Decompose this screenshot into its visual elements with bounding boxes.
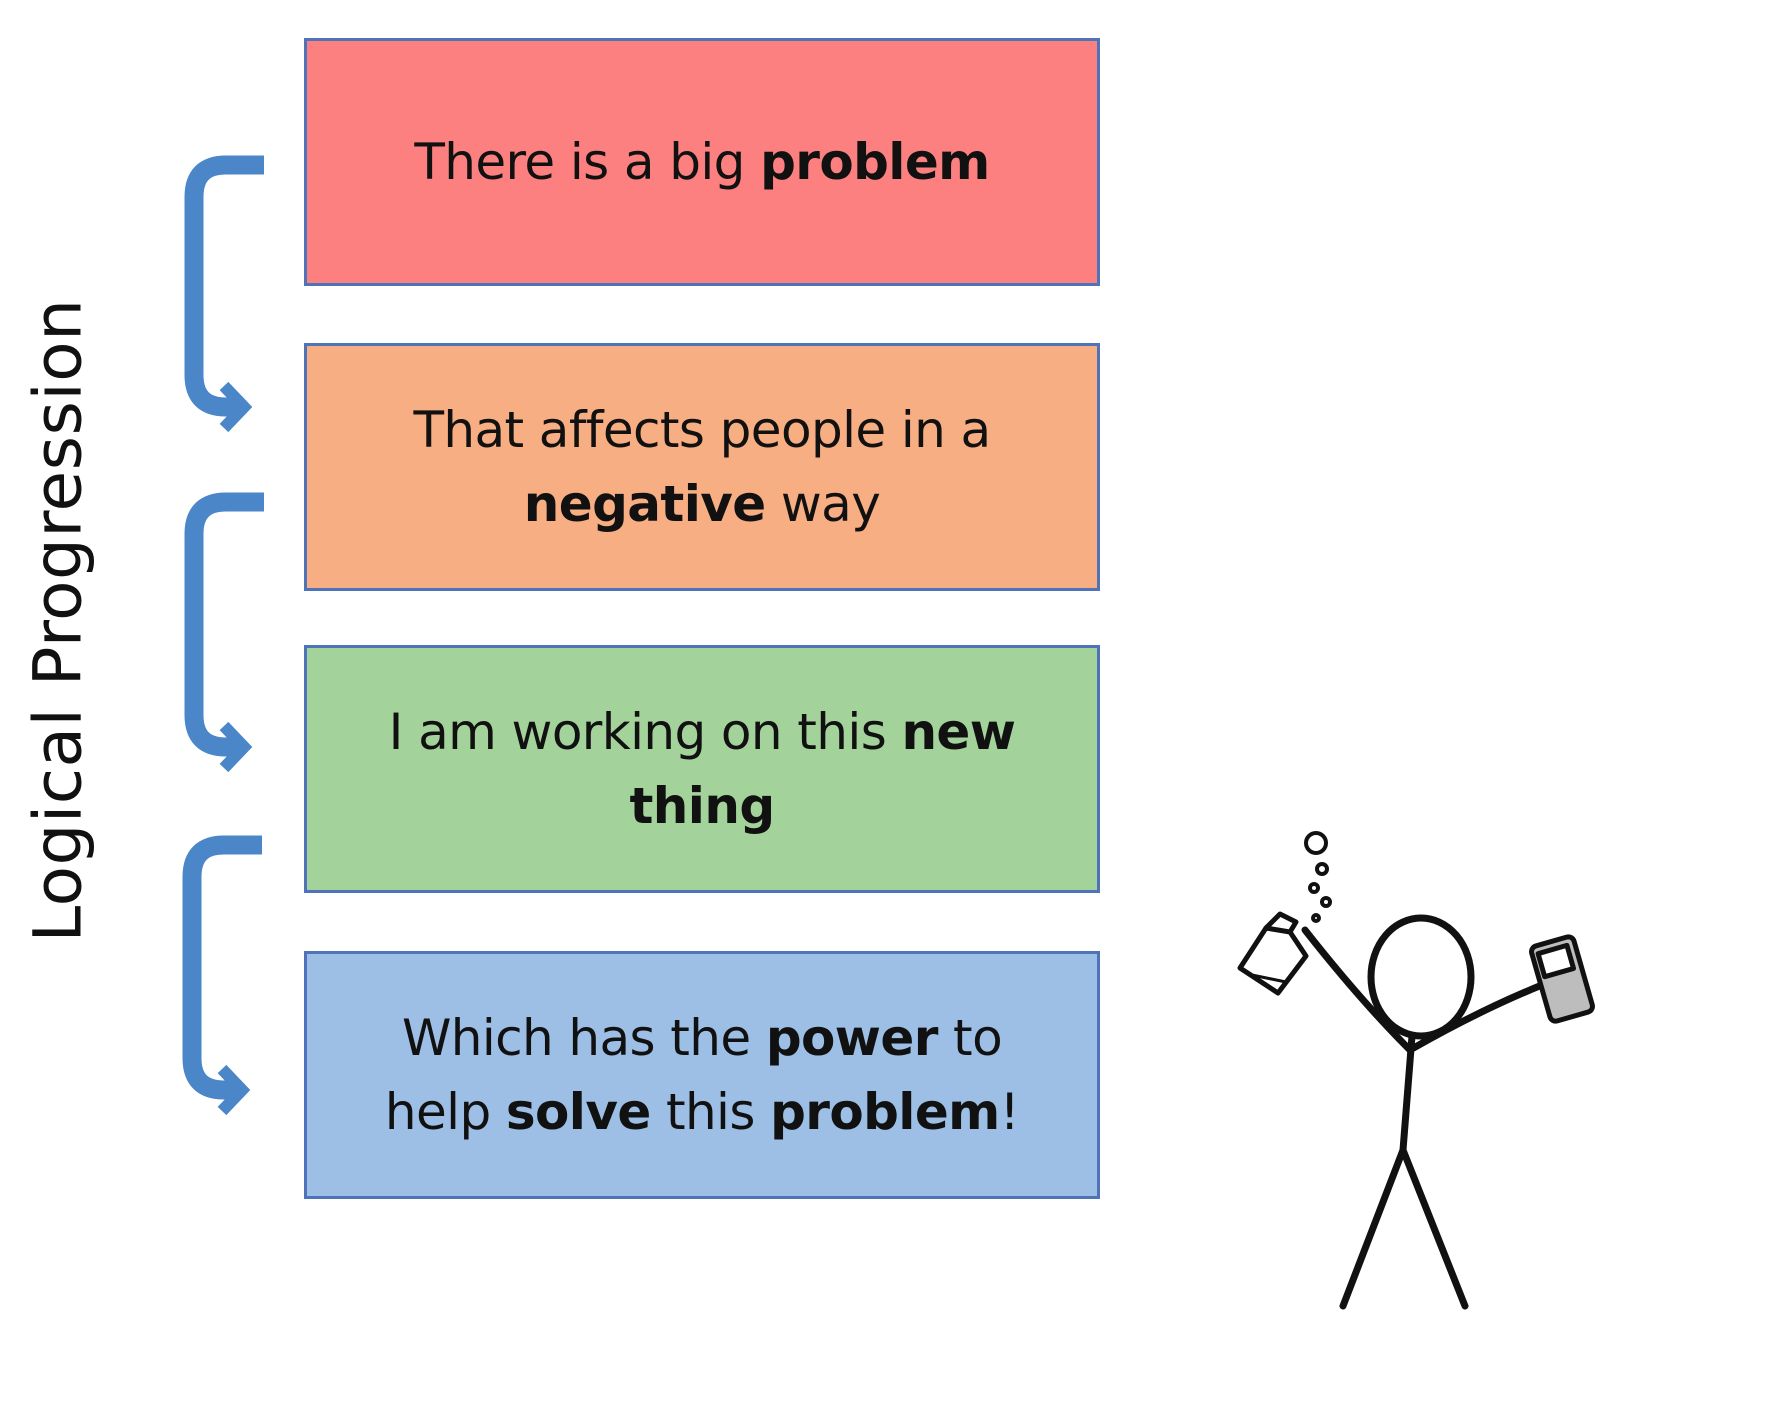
curved-bracket-arrow-icon (184, 492, 264, 757)
arrowhead-icon (219, 721, 253, 773)
step-text: I am working on this new thing (367, 695, 1037, 843)
bubbles (1304, 831, 1332, 923)
step-box-new-thing: I am working on this new thing (304, 645, 1100, 893)
step-text: Which has the power to help solve this p… (367, 1001, 1037, 1149)
step-text-emphasis: new thing (629, 703, 1016, 835)
bracket-arrow-1 (184, 155, 264, 433)
figure-body (1399, 1032, 1416, 1154)
flask-icon (1237, 911, 1309, 996)
curved-bracket-arrow-icon (184, 155, 264, 417)
bracket-arrow-2 (184, 492, 264, 773)
figure-left-arm (1301, 926, 1414, 1054)
step-text-emphasis: solve (505, 1083, 651, 1141)
step-text: There is a big problem (414, 125, 990, 199)
step-text-segment: ! (999, 1083, 1020, 1141)
figure-head (1367, 914, 1475, 1040)
step-box-solution: Which has the power to help solve this p… (304, 951, 1100, 1199)
arrowhead-icon (219, 381, 253, 433)
step-text: That affects people in a negative way (367, 393, 1037, 541)
curved-bracket-arrow-icon (182, 835, 262, 1100)
mobile-phone-icon (1529, 934, 1595, 1024)
step-text-segment: to help (384, 1009, 1003, 1141)
step-text-emphasis: power (765, 1009, 939, 1067)
step-text-segment: I am working on this (388, 703, 902, 761)
step-text-segment: this (650, 1083, 771, 1141)
figure-right-leg (1399, 1146, 1469, 1310)
stick-figure-scientist-icon (1237, 831, 1595, 1310)
step-text-emphasis: problem (760, 133, 990, 191)
step-text-segment: Which has the (401, 1009, 766, 1067)
bracket-arrow-3 (182, 835, 262, 1116)
figure-left-leg (1339, 1146, 1407, 1310)
vertical-label-text: Logical Progression (19, 298, 97, 942)
step-text-segment: That affects people in a (413, 401, 991, 459)
step-box-negative-effect: That affects people in a negative way (304, 343, 1100, 591)
figure-right-arm (1406, 981, 1546, 1054)
step-text-emphasis: negative (523, 475, 766, 533)
arrowhead-icon (217, 1064, 251, 1116)
step-text-emphasis: problem (770, 1083, 1000, 1141)
vertical-axis-label: Logical Progression (19, 280, 97, 960)
step-box-problem: There is a big problem (304, 38, 1100, 286)
step-text-segment: way (765, 475, 881, 533)
step-text-segment: There is a big (414, 133, 761, 191)
